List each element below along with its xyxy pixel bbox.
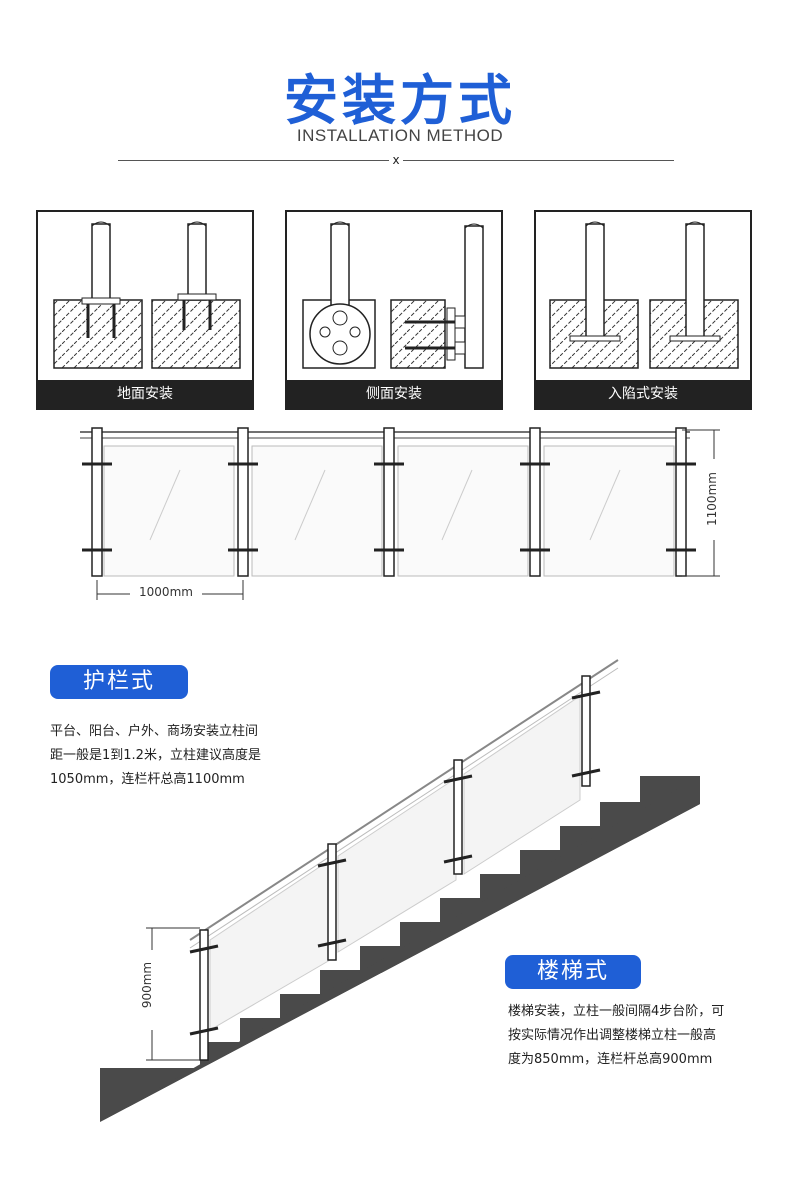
stair-desc-line: 楼梯安装，立柱一般间隔4步台阶，可	[508, 1004, 725, 1019]
install-panel-label: 地面安装	[38, 380, 252, 408]
install-panel-floor: 地面安装	[36, 210, 254, 410]
install-panel-label: 侧面安装	[287, 380, 501, 408]
height-dimension-label: 1100mm	[705, 459, 719, 539]
side-install-drawing	[302, 221, 484, 369]
stair-desc-line: 按实际情况作出调整楼梯立柱一般高	[508, 1028, 717, 1043]
divider-cross-icon: x	[389, 153, 403, 167]
page-subtitle: INSTALLATION METHOD	[296, 126, 504, 145]
floor-install-drawing	[53, 221, 241, 369]
guardrail-description: 平台、阳台、户外、商场安装立柱间 距一般是1到1.2米，立柱建议高度是 1050…	[50, 720, 350, 792]
guardrail-tag: 护栏式	[50, 665, 188, 699]
install-panel-side: 侧面安装	[285, 210, 503, 410]
spacing-dimension-label: 1000mm	[130, 585, 202, 599]
guardrail-desc-line: 1050mm，连栏杆总高1100mm	[50, 772, 245, 787]
stair-desc-line: 度为850mm，连栏杆总高900mm	[508, 1052, 713, 1067]
install-panel-label: 入陷式安装	[536, 380, 750, 408]
embedded-install-drawing	[549, 221, 739, 369]
stair-height-dimension-label: 900mm	[140, 950, 154, 1020]
railing-elevation-drawing	[80, 427, 720, 600]
install-panel-embedded: 入陷式安装	[534, 210, 752, 410]
page-title: 安装方式	[284, 69, 516, 132]
stair-railing-drawing	[100, 659, 700, 1122]
guardrail-desc-line: 平台、阳台、户外、商场安装立柱间	[50, 724, 259, 739]
guardrail-desc-line: 距一般是1到1.2米，立柱建议高度是	[50, 748, 261, 763]
stair-tag: 楼梯式	[505, 955, 641, 989]
stair-description: 楼梯安装，立柱一般间隔4步台阶，可 按实际情况作出调整楼梯立柱一般高 度为850…	[508, 1000, 798, 1072]
